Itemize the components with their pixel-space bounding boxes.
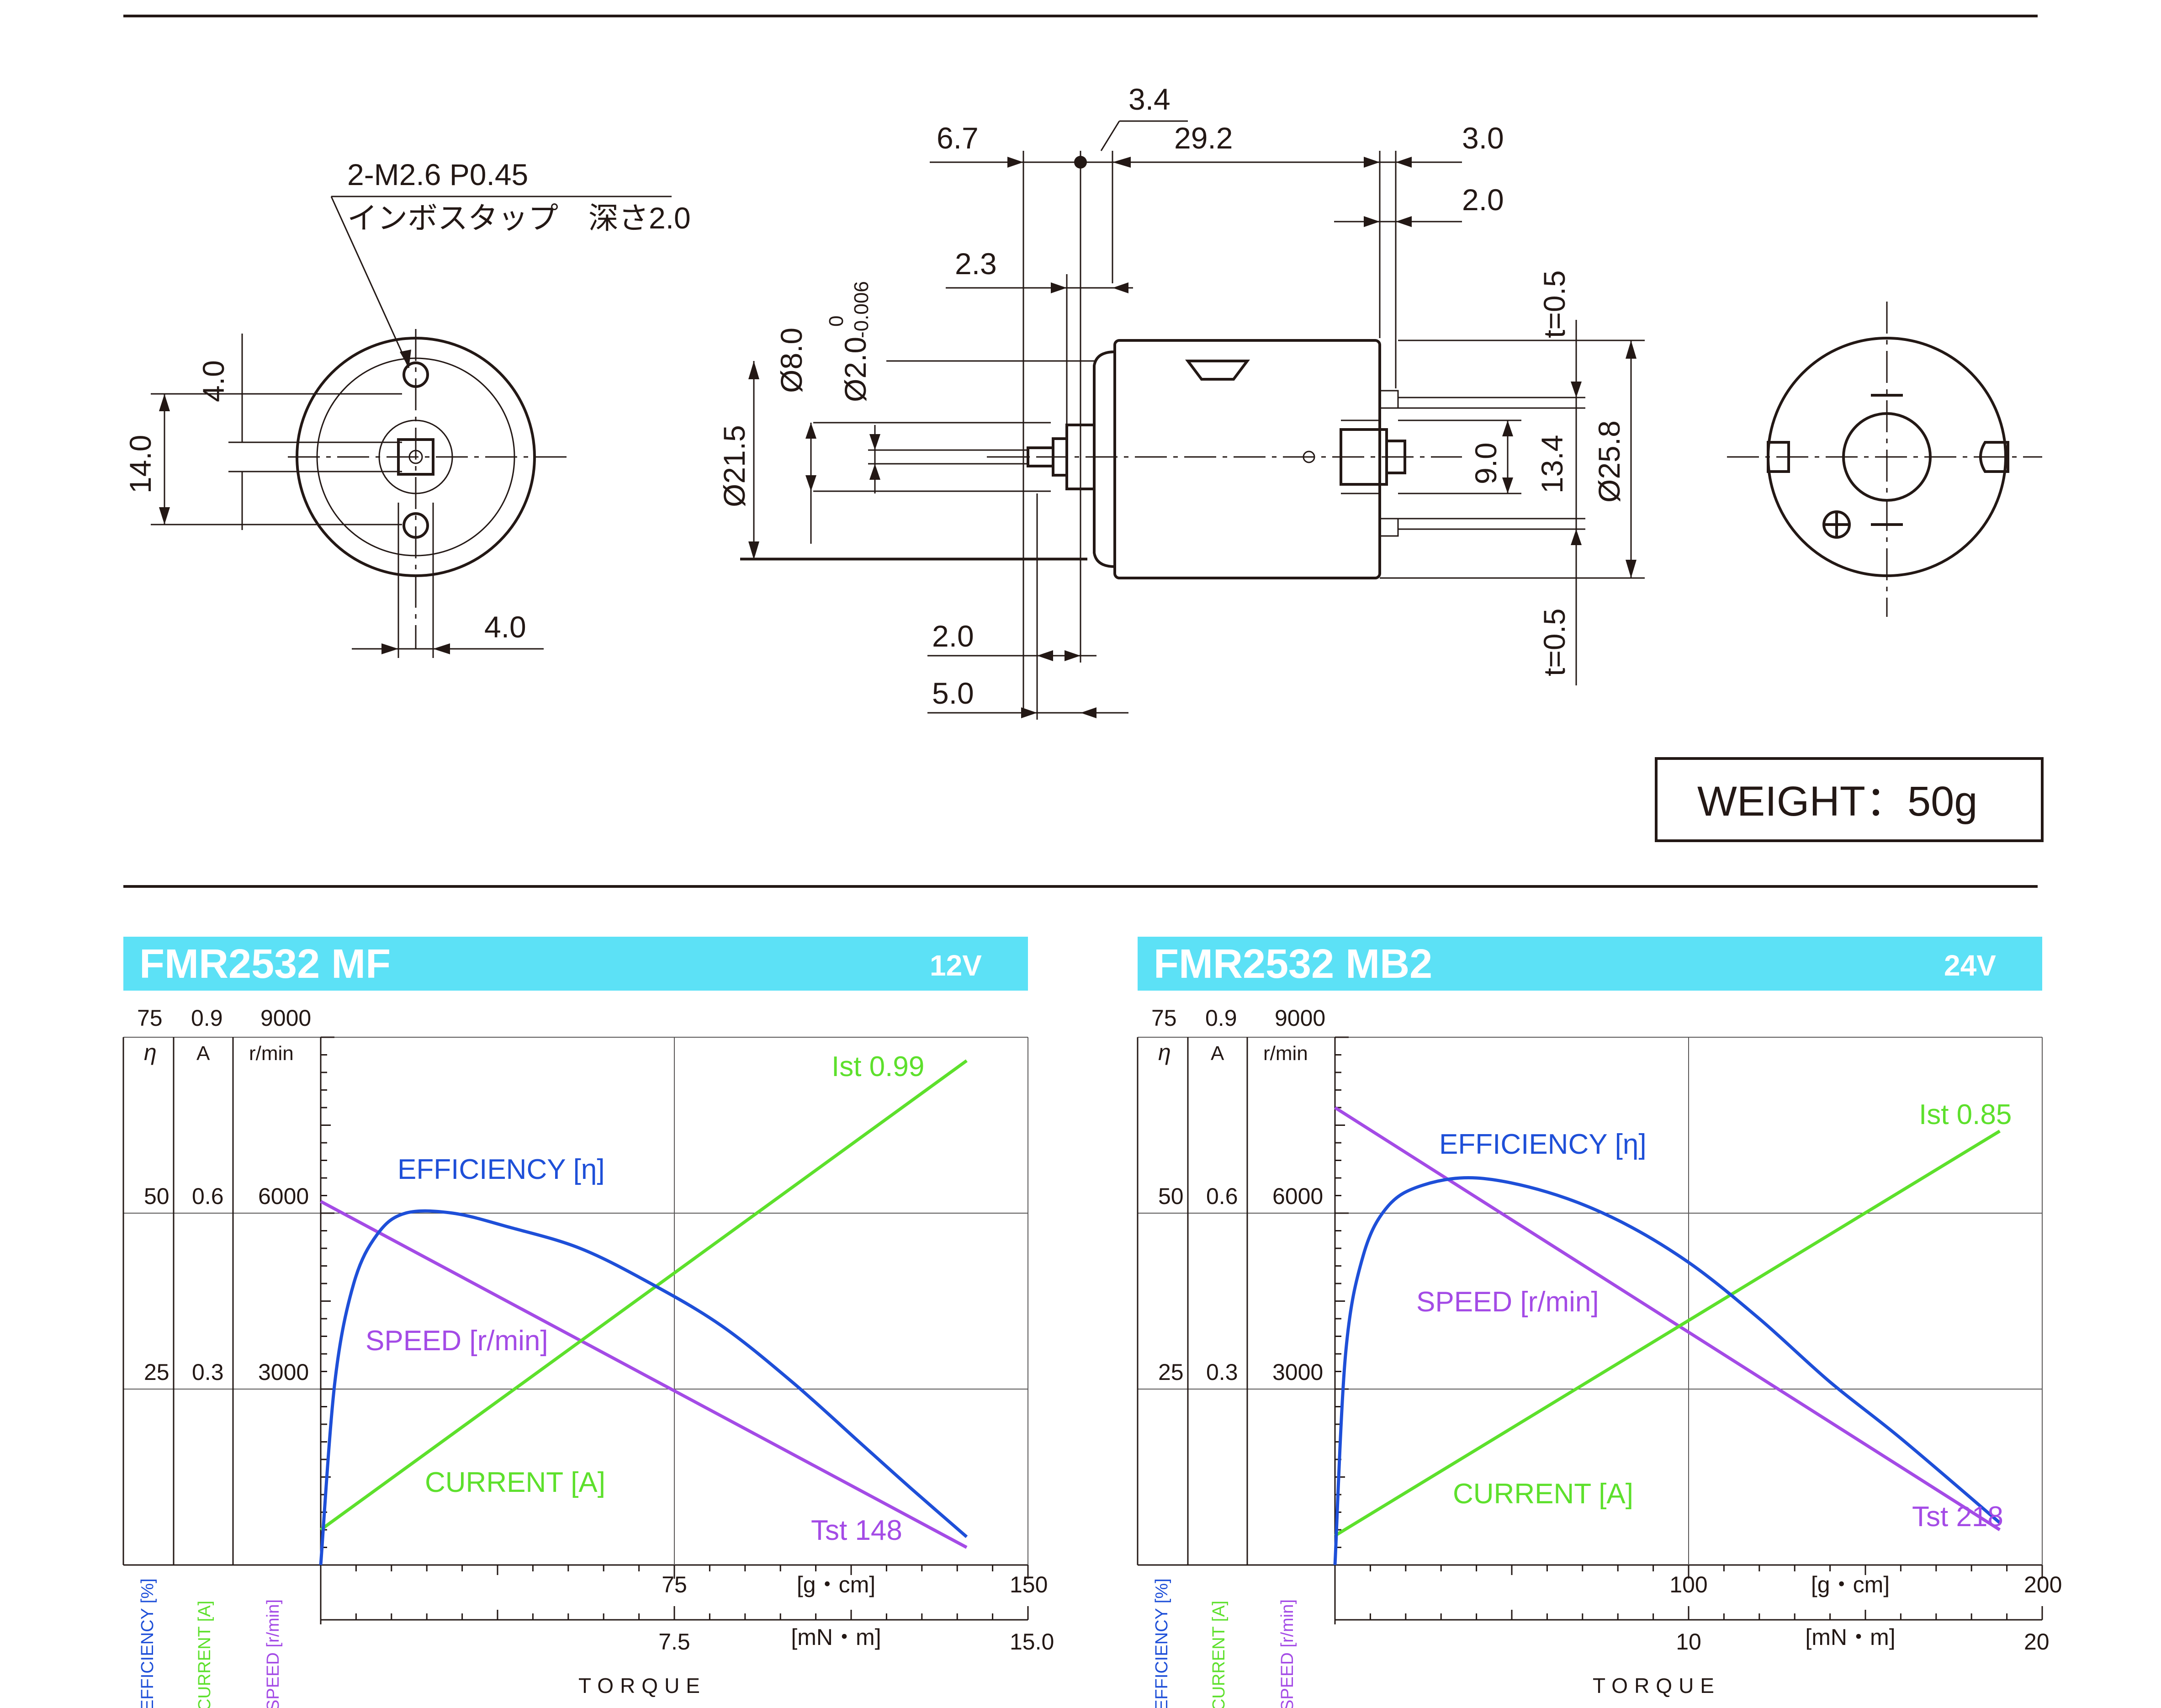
efficiency-label: EFFICIENCY [η] <box>1439 1129 1647 1160</box>
tst-label: Tst 218 <box>1912 1501 2003 1533</box>
dim-term-gap: 9.0 <box>1469 442 1503 484</box>
dim-2-3: 2.3 <box>955 247 997 281</box>
current-line <box>319 1059 968 1531</box>
x-tick-gcm: 200 <box>2024 1572 2062 1597</box>
x-tick-gcm: 150 <box>1010 1572 1048 1597</box>
axis-top-amp: 0.9 <box>191 1005 223 1031</box>
front-view-drawing <box>151 196 672 658</box>
speed-label: SPEED [r/min] <box>1416 1286 1599 1318</box>
dim-shaft-tol-top: 0 <box>825 316 847 327</box>
tst-label: Tst 148 <box>811 1515 902 1546</box>
x-unit-mnm: [mN・m] <box>791 1624 881 1650</box>
dim-boss-dia: Ø8.0 <box>774 328 808 393</box>
tick-rpm: 3000 <box>1272 1359 1323 1385</box>
current-label: CURRENT [A] <box>1453 1478 1633 1510</box>
x-tick-mnm: 15.0 <box>1010 1629 1054 1655</box>
speed-label: SPEED [r/min] <box>365 1325 548 1357</box>
left-axis-label: SPEED [r/min] <box>1278 1599 1297 1708</box>
tick-rpm: 3000 <box>258 1359 309 1385</box>
axis-unit-amp: A <box>1211 1042 1224 1065</box>
left-axis-label: EFFICIENCY [%] <box>1152 1578 1171 1708</box>
x-unit-mnm: [mN・m] <box>1805 1624 1895 1650</box>
chart-title: FMR2532 MF <box>139 941 391 987</box>
dim-width-bottom: 4.0 <box>484 610 526 644</box>
dim-29-2: 29.2 <box>1174 121 1233 155</box>
tick-rpm: 6000 <box>1272 1183 1323 1209</box>
tick-amp: 0.6 <box>192 1183 224 1209</box>
ist-label: Ist 0.85 <box>1919 1099 2012 1130</box>
dim-t-top: t=0.5 <box>1537 270 1571 338</box>
current-line <box>1334 1130 2001 1537</box>
dim-5-0: 5.0 <box>932 676 974 710</box>
dim-2-0-bottom: 2.0 <box>932 619 974 653</box>
axis-top-amp: 0.9 <box>1205 1005 1237 1031</box>
weight-label: WEIGHT：50g <box>1697 778 1977 825</box>
x-tick-gcm: 100 <box>1669 1572 1707 1597</box>
tick-eta: 25 <box>144 1359 169 1385</box>
dim-3-0: 3.0 <box>1462 121 1504 155</box>
axis-top-eta: 75 <box>137 1005 163 1031</box>
x-tick-mnm: 10 <box>1676 1629 1701 1655</box>
speed-line <box>320 1200 968 1549</box>
dim-3-4: 3.4 <box>1128 82 1171 116</box>
x-unit-gcm: [g・cm] <box>1811 1572 1890 1597</box>
ist-label: Ist 0.99 <box>832 1051 924 1082</box>
x-axis-title: TORQUE <box>1593 1674 1721 1697</box>
thread-note-line1: 2-M2.6 P0.45 <box>347 158 528 191</box>
axis-unit-rpm: r/min <box>1263 1042 1308 1065</box>
axis-top-rpm: 9000 <box>1275 1005 1325 1031</box>
weight-box <box>1655 757 2044 842</box>
x-tick-gcm: 75 <box>662 1572 687 1597</box>
x-tick-mnm: 7.5 <box>658 1629 690 1655</box>
speed-line <box>1334 1106 2001 1531</box>
tick-amp: 0.6 <box>1206 1183 1238 1209</box>
chart-voltage: 24V <box>1944 949 1996 982</box>
dim-hole-offset: 4.0 <box>196 360 230 402</box>
chart-title: FMR2532 MB2 <box>1154 941 1432 987</box>
axis-unit-eta: η <box>1158 1040 1171 1065</box>
chart-voltage: 12V <box>930 949 982 982</box>
dim-hole-pitch: 14.0 <box>123 435 157 493</box>
tick-amp: 0.3 <box>1206 1359 1238 1385</box>
axis-unit-amp: A <box>196 1042 210 1065</box>
chart-title-bar <box>1138 937 2042 991</box>
axis-top-rpm: 9000 <box>260 1005 311 1031</box>
x-unit-gcm: [g・cm] <box>797 1572 875 1597</box>
dim-body-dia: Ø25.8 <box>1592 420 1626 503</box>
dim-6-7: 6.7 <box>937 121 979 155</box>
x-axis-title: TORQUE <box>578 1674 706 1697</box>
tick-amp: 0.3 <box>192 1359 224 1385</box>
left-axis-label: CURRENT [A] <box>195 1601 214 1708</box>
efficiency-label: EFFICIENCY [η] <box>397 1154 605 1185</box>
tick-eta: 25 <box>1158 1359 1184 1385</box>
x-tick-mnm: 20 <box>2024 1629 2050 1655</box>
chart-title-bar <box>123 937 1028 991</box>
dim-term-span: 13.4 <box>1535 435 1569 493</box>
dim-shaft-dia: Ø2.0 <box>838 337 872 402</box>
current-label: CURRENT [A] <box>425 1467 605 1498</box>
dim-2-0-top: 2.0 <box>1462 183 1504 217</box>
axis-top-eta: 75 <box>1151 1005 1177 1031</box>
left-axis-label: EFFICIENCY [%] <box>138 1578 157 1708</box>
efficiency-curve <box>1333 1176 2001 1565</box>
tick-eta: 50 <box>144 1183 169 1209</box>
axis-unit-eta: η <box>144 1040 157 1065</box>
dim-flange-dia: Ø21.5 <box>717 425 751 507</box>
left-axis-label: SPEED [r/min] <box>264 1599 283 1708</box>
side-view-drawing <box>740 120 1645 720</box>
tick-rpm: 6000 <box>258 1183 309 1209</box>
efficiency-curve <box>319 1209 968 1565</box>
tick-eta: 50 <box>1158 1183 1184 1209</box>
dim-shaft-tol-bottom: -0.006 <box>850 281 873 338</box>
left-axis-label: CURRENT [A] <box>1209 1601 1229 1708</box>
dim-t-bottom: t=0.5 <box>1537 608 1571 676</box>
rear-view-drawing <box>1727 302 2042 617</box>
axis-unit-rpm: r/min <box>249 1042 294 1065</box>
thread-note-line2: インボスタップ 深さ2.0 <box>347 201 691 235</box>
